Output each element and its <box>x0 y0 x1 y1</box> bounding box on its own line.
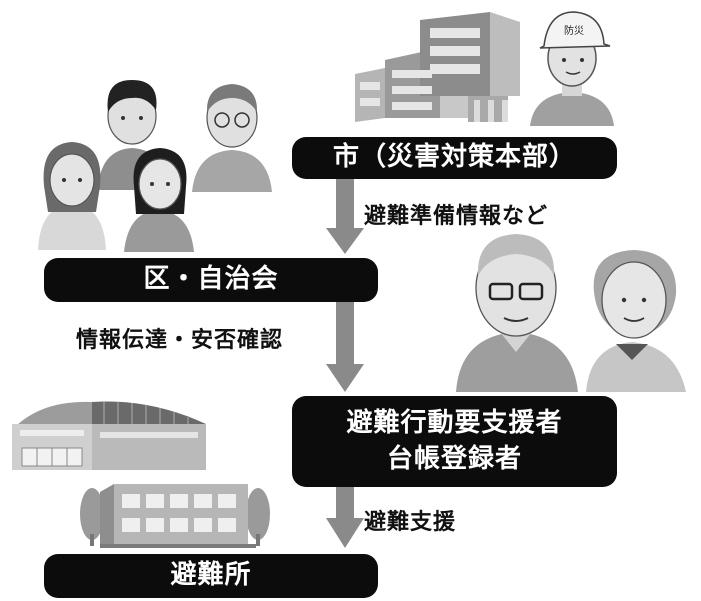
flow-arrows <box>326 178 364 548</box>
elderly-couple-icon <box>456 234 686 392</box>
family-group-icon <box>38 80 272 252</box>
shelter-box: 避難所 <box>44 554 378 598</box>
caption-district-to-registrants: 情報伝達・安否確認 <box>76 328 284 353</box>
school-building-icon <box>80 484 270 548</box>
city-disaster-hq-label: 市（災害対策本部） <box>332 142 576 173</box>
arrow-city-to-district <box>326 178 364 254</box>
disaster-staff-helmet-icon: 防災 <box>530 11 614 126</box>
gymnasium-icon <box>12 401 206 470</box>
city-hall-building-icon <box>355 12 520 122</box>
registrants-box: 避難行動要支援者 台帳登録者 <box>292 396 617 487</box>
registrants-label-line2: 台帳登録者 <box>386 443 522 474</box>
arrow-registrants-to-shelter <box>326 486 364 548</box>
shelter-label: 避難所 <box>170 560 252 591</box>
district-association-label: 区・自治会 <box>143 264 279 295</box>
caption-city-to-district: 避難準備情報など <box>364 204 549 229</box>
arrow-district-to-registrants <box>326 300 364 392</box>
district-association-box: 区・自治会 <box>44 258 378 302</box>
helmet-label: 防災 <box>564 24 584 37</box>
caption-registrants-to-shelter: 避難支援 <box>364 510 457 535</box>
registrants-label-line1: 避難行動要支援者 <box>346 408 563 439</box>
city-disaster-hq-box: 市（災害対策本部） <box>292 137 617 179</box>
